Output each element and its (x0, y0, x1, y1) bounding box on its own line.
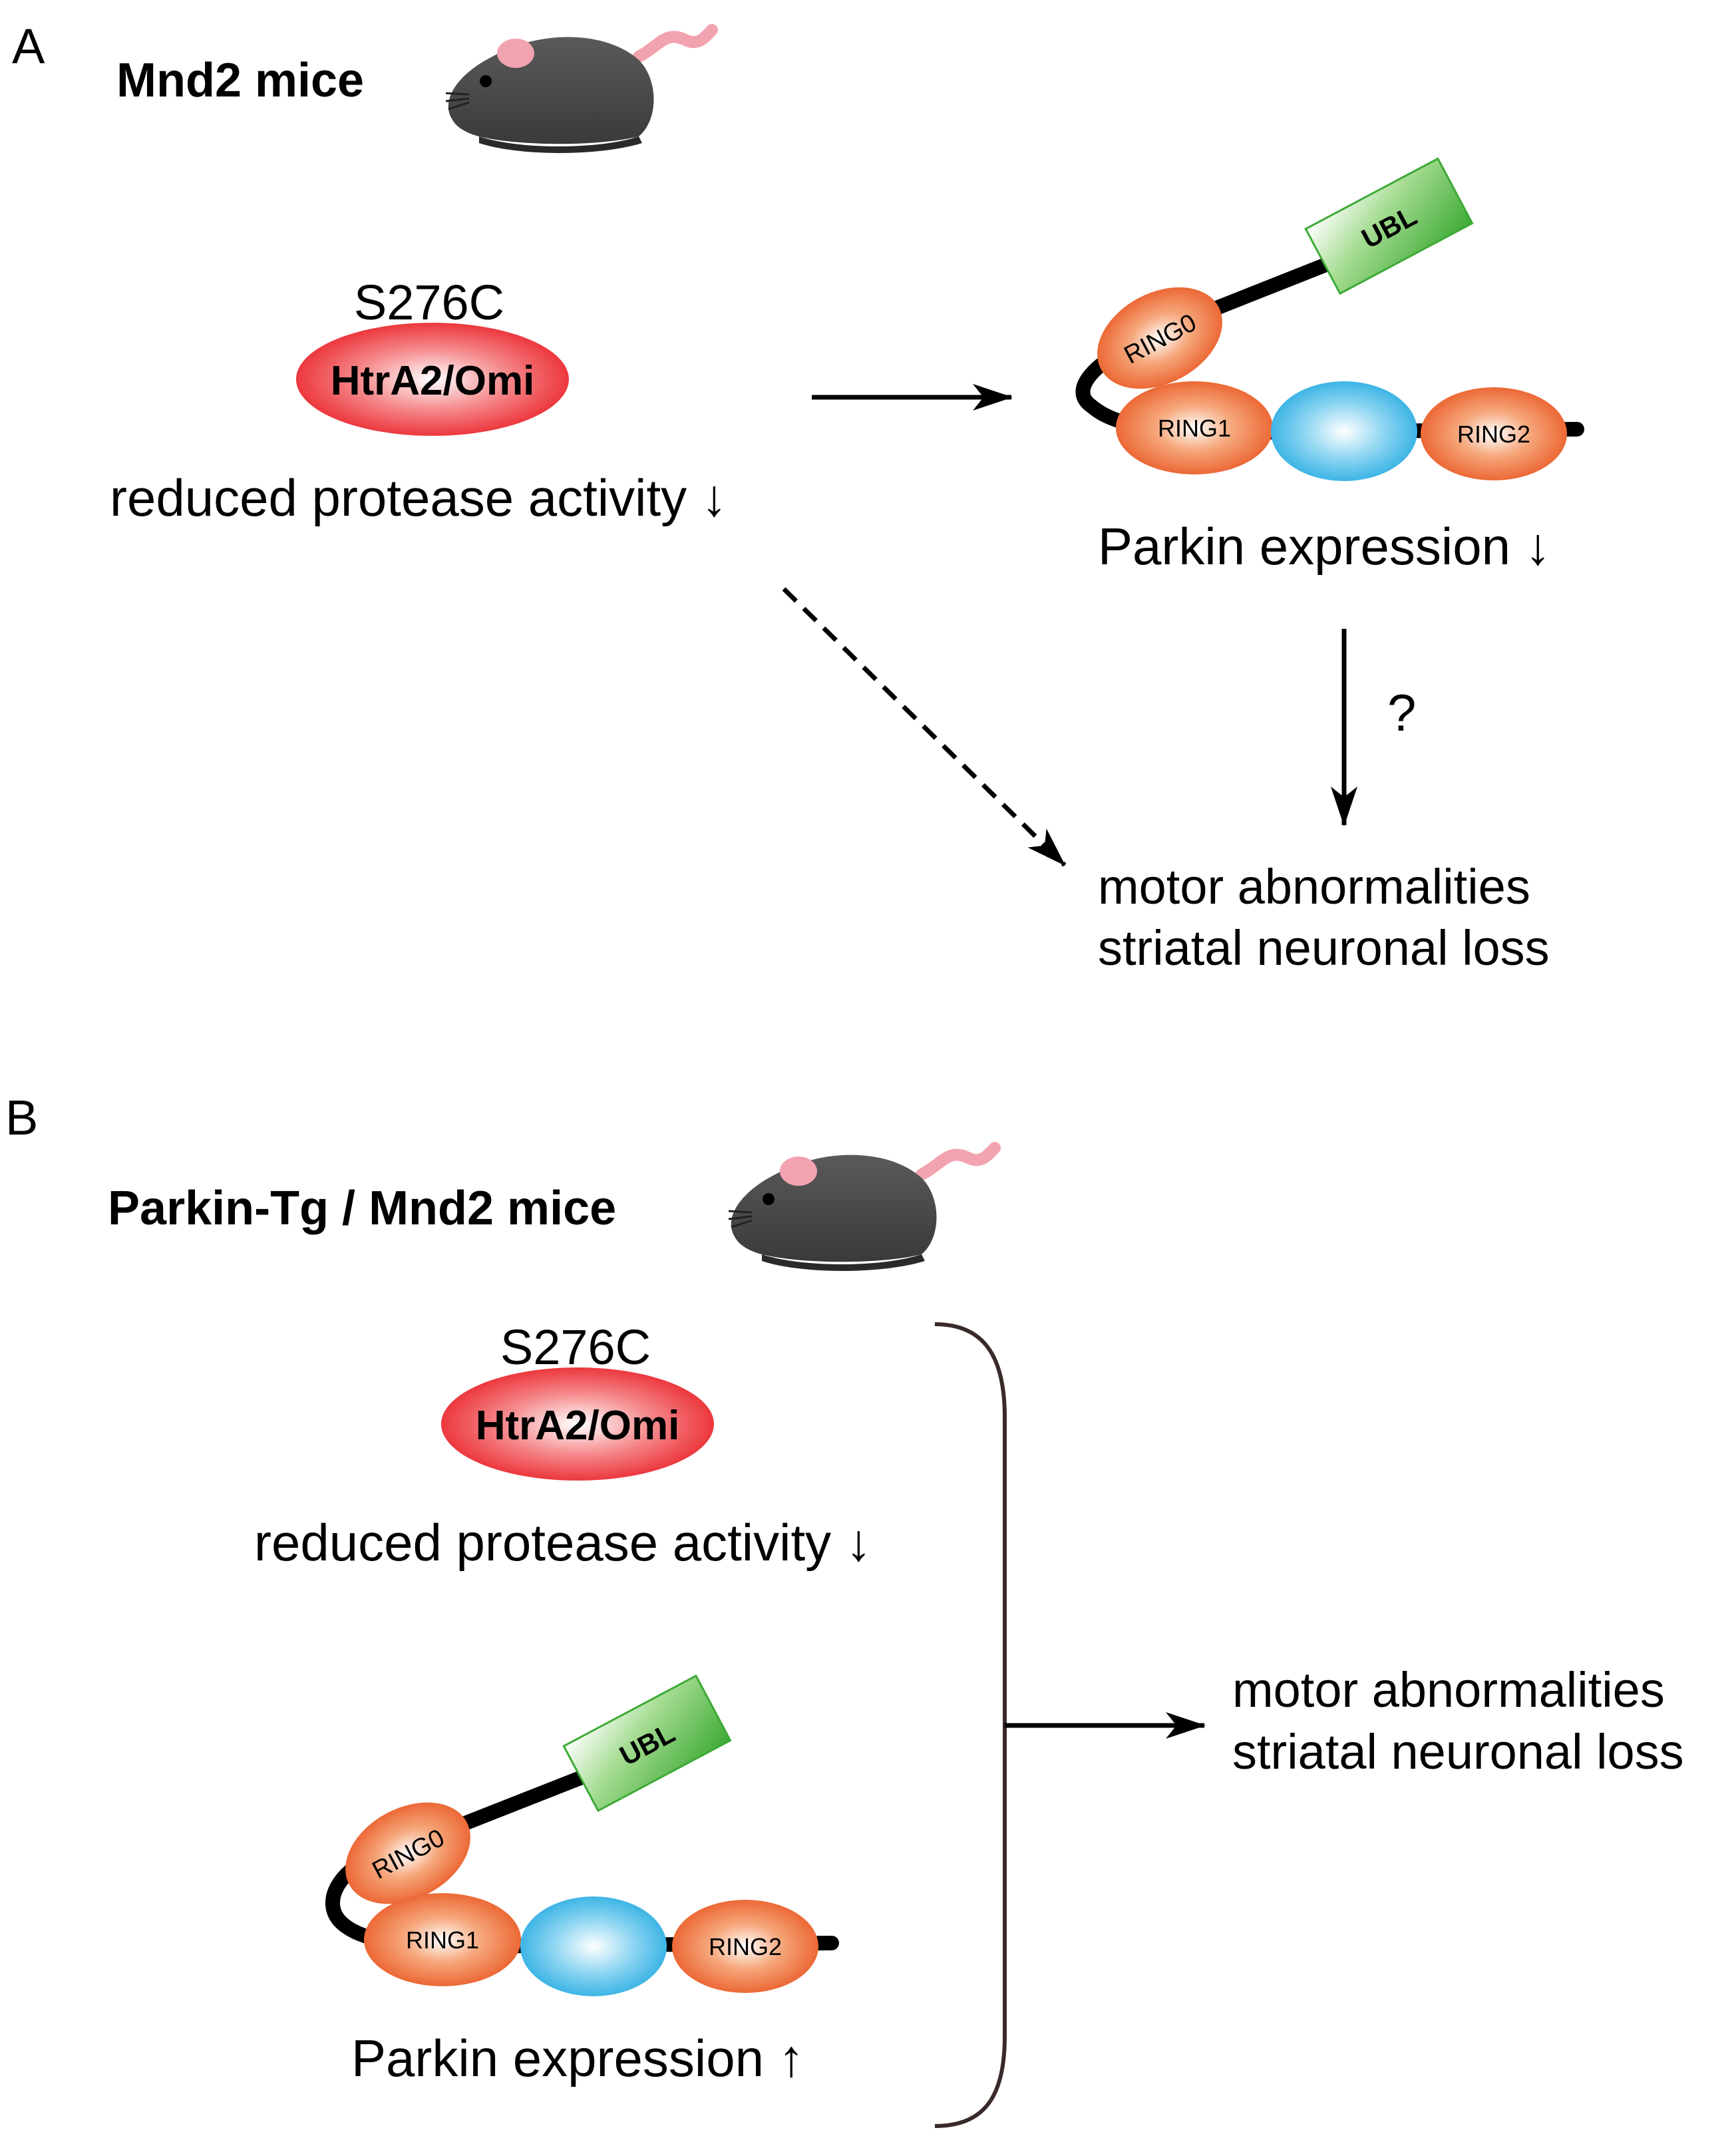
grouping-bracket (934, 1322, 1007, 2128)
ring2-label: RING2 (1457, 421, 1530, 448)
panel-b-parkin-expression: Parkin expression ↑ (351, 2029, 804, 2087)
ring1-domain (364, 1893, 521, 1986)
panel-a-title: Mnd2 mice (116, 54, 364, 107)
mouse-icon (728, 1142, 1001, 1271)
ring1-domain (1116, 381, 1273, 474)
panel-a-letter: A (12, 19, 45, 74)
htra2-label: HtrA2/Omi (476, 1403, 680, 1449)
ring2-domain (1421, 387, 1567, 480)
ring2-domain (672, 1900, 818, 1993)
htra2-protein (441, 1367, 714, 1481)
panel-b-activity: reduced protease activity ↓ (254, 1513, 872, 1572)
ubl-domain (562, 1674, 732, 1813)
mouse-icon (445, 24, 718, 153)
ibr-domain (1271, 381, 1417, 481)
ring2-label: RING2 (709, 1933, 782, 1960)
ring1-label: RING1 (1158, 415, 1231, 442)
panel-b-title: Parkin-Tg / Mnd2 mice (108, 1182, 616, 1235)
panel-b-outcome-line2: striatal neuronal loss (1232, 1724, 1684, 1779)
question-mark: ? (1387, 683, 1416, 742)
panel-b-letter: B (5, 1090, 38, 1145)
parkin-protein: UBL RING0 RING1 RING2 (325, 1674, 839, 1996)
panel-b-outcome-line1: motor abnormalities (1232, 1662, 1665, 1717)
parkin-protein: UBL RING0 RING1 RING2 (1075, 157, 1584, 481)
ubl-domain (1304, 157, 1474, 295)
panel-a: A Mnd2 mice S276C HtrA2/Omi reduced prot… (12, 19, 1584, 976)
ring0-domain (1097, 287, 1222, 389)
panel-a-outcome-line1: motor abnormalities (1098, 859, 1530, 914)
htra2-protein (296, 323, 569, 436)
panel-a-activity: reduced protease activity ↓ (110, 468, 727, 527)
ring0-domain (345, 1802, 470, 1904)
dashed-arrow-htra2-to-outcome (782, 587, 1067, 867)
htra2-label: HtrA2/Omi (331, 358, 535, 404)
panel-a-parkin-expression: Parkin expression ↓ (1098, 517, 1551, 576)
panel-b: B Parkin-Tg / Mnd2 mice S276C HtrA2/Omi … (5, 1090, 1684, 2128)
ibr-domain (520, 1896, 667, 1996)
panel-a-outcome-line2: striatal neuronal loss (1098, 920, 1550, 976)
panel-a-mutation: S276C (354, 275, 504, 330)
panel-b-mutation: S276C (500, 1320, 651, 1375)
ring1-label: RING1 (406, 1926, 479, 1954)
